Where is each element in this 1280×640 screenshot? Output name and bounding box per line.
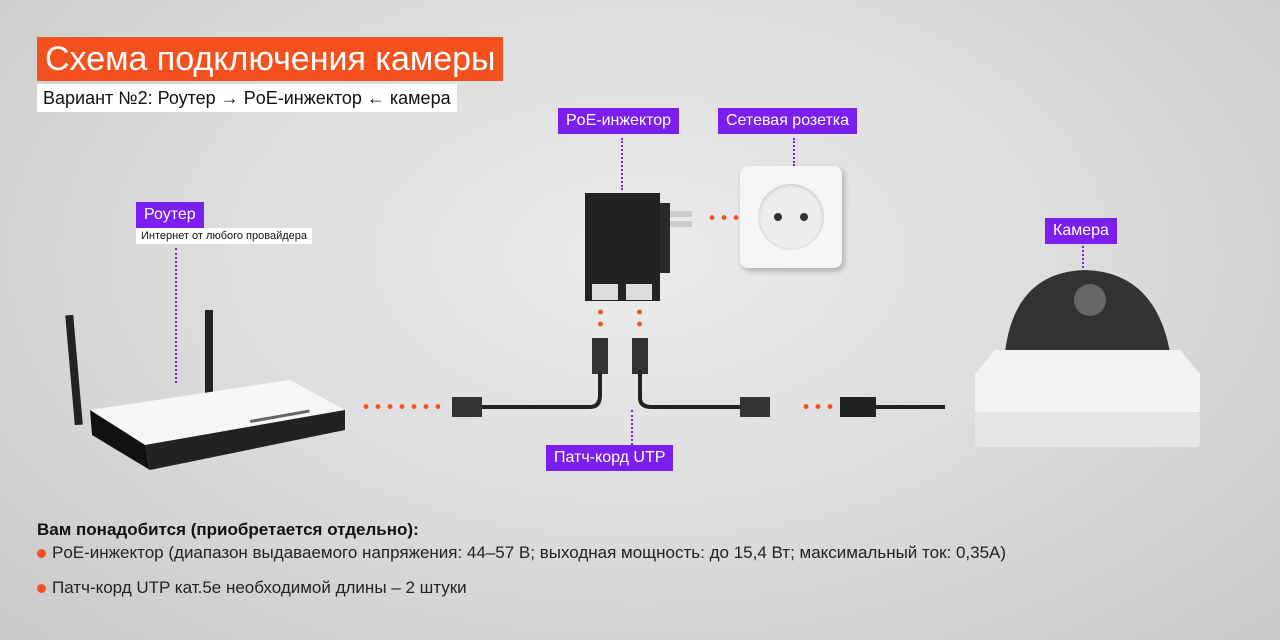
requirement-text: Патч-корд UTP кат.5е необходимой длины –… bbox=[52, 578, 467, 597]
injector-pointer bbox=[621, 138, 623, 190]
requirement-text: PoE-инжектор (диапазон выдаваемого напря… bbox=[52, 543, 1007, 562]
connection-dots bbox=[800, 404, 836, 409]
camera-pointer bbox=[1082, 246, 1084, 268]
patch-cords-icon bbox=[452, 338, 945, 417]
requirement-item: PoE-инжектор (диапазон выдаваемого напря… bbox=[37, 543, 1006, 563]
bullet-icon bbox=[37, 583, 46, 593]
power-socket-icon bbox=[740, 166, 842, 268]
router-pointer bbox=[175, 248, 177, 383]
connection-dots bbox=[706, 215, 744, 220]
page-subtitle: Вариант №2: Роутер → PoE-инжектор ← каме… bbox=[37, 84, 457, 112]
camera-label: Камера bbox=[1045, 218, 1117, 244]
patch-cord-label: Патч-корд UTP bbox=[546, 445, 674, 471]
connection-dots bbox=[598, 306, 603, 330]
requirement-item: Патч-корд UTP кат.5е необходимой длины –… bbox=[37, 578, 467, 598]
poe-injector-icon bbox=[585, 193, 692, 301]
router-icon bbox=[65, 310, 345, 470]
bullet-icon bbox=[37, 548, 46, 558]
page-title: Схема подключения камеры bbox=[37, 37, 504, 81]
socket-pointer bbox=[793, 138, 795, 166]
router-note: Интернет от любого провайдера bbox=[136, 228, 312, 244]
connection-dots bbox=[360, 404, 440, 409]
connection-dots bbox=[637, 306, 642, 330]
socket-label: Сетевая розетка bbox=[718, 108, 858, 134]
requirements-heading: Вам понадобится (приобретается отдельно)… bbox=[37, 520, 419, 539]
dome-camera-icon bbox=[975, 270, 1200, 447]
patch-pointer bbox=[631, 410, 633, 445]
router-label: Роутер bbox=[136, 202, 204, 228]
injector-label: PoE-инжектор bbox=[558, 108, 680, 134]
